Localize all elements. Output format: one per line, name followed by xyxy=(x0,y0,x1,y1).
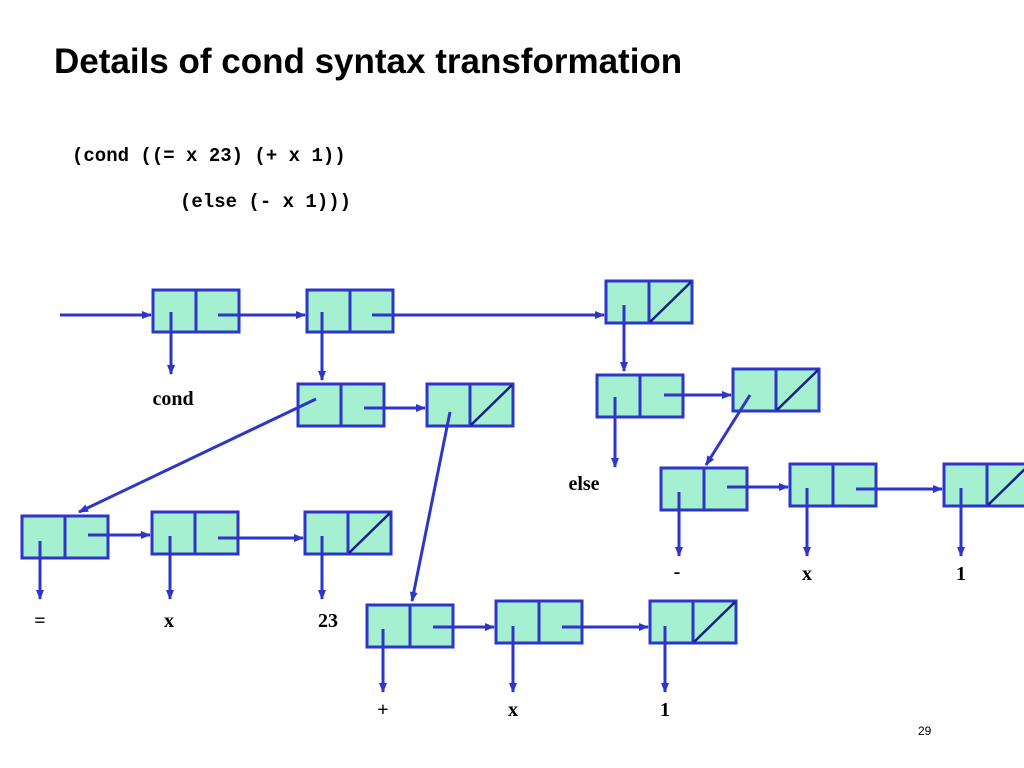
cell-test-2 xyxy=(150,510,240,556)
cell-else-clause xyxy=(595,373,685,419)
code-line-2: (else (- x 1))) xyxy=(180,191,352,213)
cell-cond-clause-tail xyxy=(425,382,515,428)
slide-title: Details of cond syntax transformation xyxy=(54,42,683,81)
arrow-cond-car xyxy=(78,397,317,514)
cell-conseq-2 xyxy=(494,599,584,645)
label-cond: cond xyxy=(152,388,193,410)
cell-top-2 xyxy=(305,288,395,334)
cell-conseq-3 xyxy=(648,599,738,645)
arrow-else-tail-car xyxy=(704,394,752,466)
label-plus: + xyxy=(377,699,388,721)
label-x-3: x xyxy=(508,699,518,721)
cell-test-1 xyxy=(20,514,110,560)
cell-else-clause-tail xyxy=(731,367,821,413)
cell-else-expr-3 xyxy=(942,462,1024,508)
slide-number: 29 xyxy=(918,724,932,738)
label-minus: - xyxy=(674,561,681,583)
cell-test-3 xyxy=(303,510,393,556)
cell-top-1 xyxy=(151,288,241,334)
arrow-cond-tail-car xyxy=(409,411,452,602)
label-x-1: x xyxy=(164,610,174,632)
cell-top-3 xyxy=(604,279,694,325)
label-1-a: 1 xyxy=(956,563,966,585)
label-equals: = xyxy=(34,610,45,632)
label-x-2: x xyxy=(802,563,812,585)
label-23: 23 xyxy=(318,610,338,632)
cell-conseq-1 xyxy=(365,603,455,649)
code-line-1: (cond ((= x 23) (+ x 1)) xyxy=(72,145,346,167)
cell-cond-clause xyxy=(296,382,386,428)
label-else: else xyxy=(568,473,599,495)
label-1-b: 1 xyxy=(660,699,670,721)
cell-else-expr-1 xyxy=(659,466,749,512)
cell-else-expr-2 xyxy=(788,462,878,508)
